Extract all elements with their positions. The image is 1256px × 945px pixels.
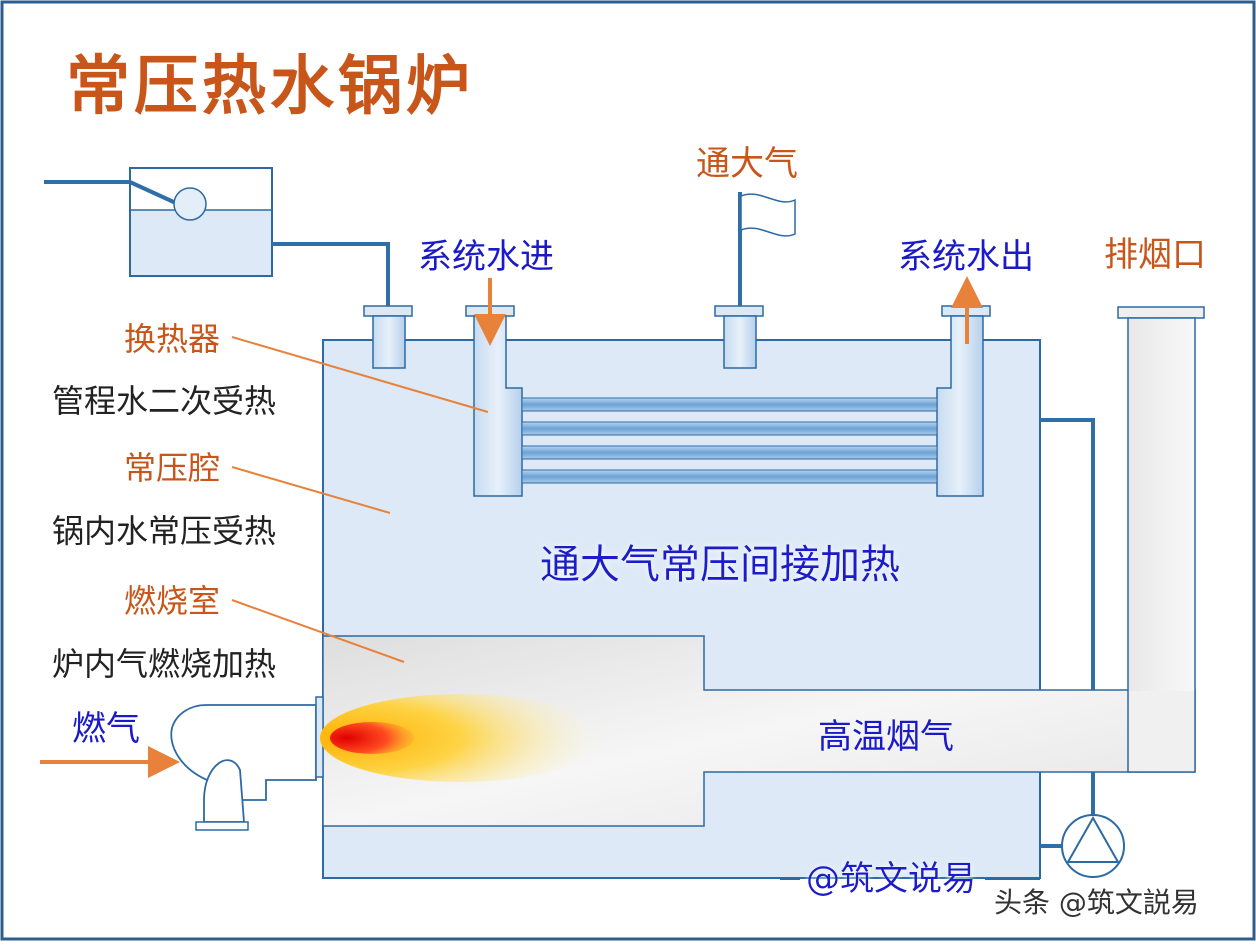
- label-system-water-in: 系统水进: [418, 237, 554, 277]
- flame-core: [330, 722, 414, 754]
- exchanger-tube: [521, 397, 938, 412]
- exchanger-tube: [521, 469, 938, 484]
- watermark: 头条 @筑文説易: [994, 886, 1199, 919]
- leader-line-exchanger: [231, 336, 489, 413]
- label-atmospheric-chamber: 常压腔: [124, 449, 220, 487]
- exchanger-tube: [521, 445, 938, 460]
- label-hot-flue-gas: 高温烟气: [818, 717, 954, 757]
- leader-line-combustion: [231, 599, 405, 663]
- pump-icon: [1061, 814, 1125, 878]
- page-title: 常压热水锅炉: [66, 50, 474, 124]
- label-gas: 燃气: [72, 709, 140, 749]
- desc-atmospheric-chamber: 锅内水常压受热: [52, 512, 276, 550]
- vent-flag-icon: [738, 192, 796, 306]
- label-heat-exchanger: 换热器: [124, 320, 220, 358]
- desc-combustion-chamber: 炉内气燃烧加热: [52, 645, 276, 683]
- signature: @筑文说易: [806, 859, 976, 899]
- leader-line-chamber: [231, 466, 391, 514]
- tank-feed-pipe: [272, 242, 390, 306]
- center-caption: 通大气常压间接加热: [540, 542, 900, 588]
- label-atmosphere: 通大气: [696, 144, 798, 184]
- float-ball: [173, 187, 207, 221]
- circulation-loop: [1040, 418, 1095, 848]
- expansion-tank: [44, 167, 390, 306]
- label-exhaust-port: 排烟口: [1104, 235, 1206, 275]
- desc-heat-exchanger: 管程水二次受热: [52, 382, 276, 420]
- chimney-stack: [1117, 306, 1205, 773]
- exchanger-tube: [521, 421, 938, 436]
- label-combustion-chamber: 燃烧室: [124, 582, 220, 620]
- heat-exchanger: [465, 305, 991, 497]
- label-system-water-out: 系统水出: [898, 237, 1034, 277]
- top-nozzles: [363, 305, 764, 369]
- float-valve-arm: [44, 180, 179, 206]
- flame-outer: [320, 694, 600, 782]
- burner-blower-icon: [170, 696, 324, 831]
